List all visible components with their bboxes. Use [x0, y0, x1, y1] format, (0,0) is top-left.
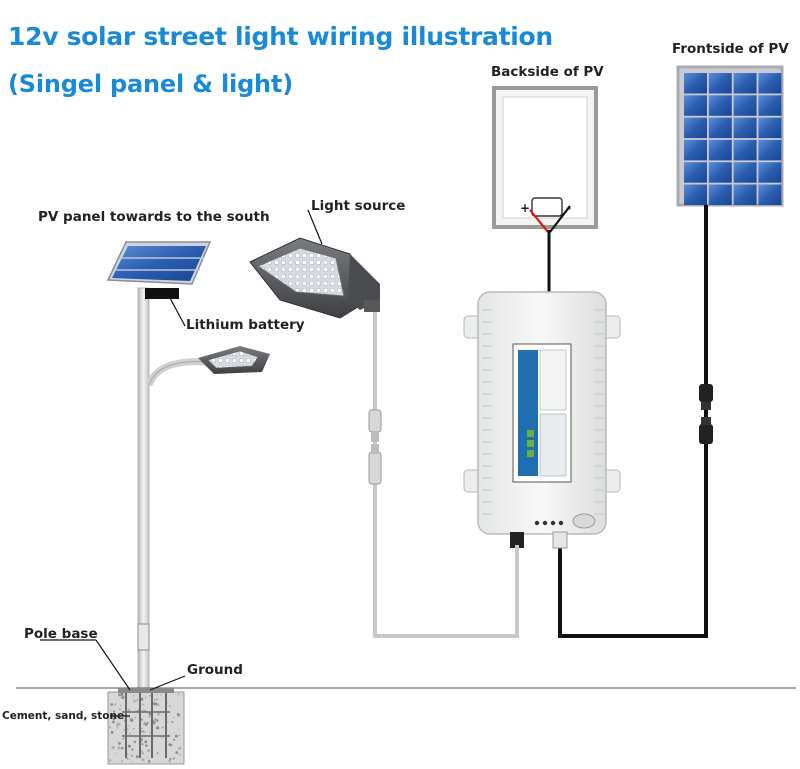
pv-cell [708, 162, 732, 183]
status-led [550, 520, 556, 526]
pv-cell [684, 139, 707, 161]
pv-cell [733, 95, 757, 116]
label-pv-panel-south: PV panel towards to the south [38, 209, 270, 225]
pv-cell [758, 73, 782, 94]
pv-cell [708, 117, 732, 139]
label-lithium-battery: Lithium battery [186, 317, 305, 333]
connector-light [368, 409, 382, 485]
pv-cell [708, 184, 732, 205]
pv-cell [758, 95, 782, 116]
pv-cell [758, 184, 782, 205]
pv-cell [733, 117, 757, 139]
pv-cell [733, 162, 757, 183]
pv-cell [733, 184, 757, 205]
positive-wire [529, 209, 549, 233]
cable-gland-pv [552, 531, 568, 549]
negative-wire [549, 205, 571, 233]
pv-cell [758, 117, 782, 139]
lithium-battery-box [145, 288, 179, 299]
leader-light-source [307, 209, 323, 245]
pv-cell [684, 162, 707, 183]
pv-panel-backside: + - [492, 86, 598, 233]
status-led [542, 520, 548, 526]
pv-cell [758, 162, 782, 183]
pole-door [137, 623, 150, 651]
label-pole-base: Pole base [24, 626, 98, 642]
street-light-pole [137, 287, 207, 689]
pv-cell [684, 73, 707, 94]
diagram-subtitle: (Singel panel & light) [8, 70, 293, 98]
leader-ground [149, 675, 186, 691]
controller-label-sticker [512, 343, 572, 483]
brand-badge [572, 513, 596, 529]
pole-foundation [16, 687, 796, 765]
junction-box [531, 197, 563, 217]
pv-cell [684, 184, 707, 205]
leader-pole-base-diag [95, 639, 131, 691]
leader-lines [40, 209, 323, 717]
leader-lithium-battery [169, 297, 186, 327]
pv-cell [684, 117, 707, 139]
label-cement-sand-stone: Cement, sand, stone [2, 710, 125, 722]
pv-cell [733, 139, 757, 161]
pv-cell [733, 73, 757, 94]
pv-cell [708, 73, 732, 94]
status-led [558, 520, 564, 526]
diagram-title: 12v solar street light wiring illustrati… [8, 22, 553, 51]
small-pv-panel [106, 241, 212, 285]
terminal-plus-label: + [520, 201, 530, 215]
small-lamp-head [198, 346, 270, 374]
cable-gland-light [510, 532, 524, 548]
label-light-source: Light source [311, 198, 406, 214]
led-light-source [249, 237, 380, 319]
status-led [534, 520, 540, 526]
pv-cell [708, 139, 732, 161]
pv-cell [708, 95, 732, 116]
label-frontside-pv: Frontside of PV [672, 41, 789, 57]
label-ground: Ground [187, 662, 243, 678]
pv-cell [758, 139, 782, 161]
controller-battery-box [463, 291, 621, 549]
label-backside-pv: Backside of PV [491, 64, 604, 80]
mc4-connector-pv [699, 384, 713, 444]
pv-panel-frontside [676, 65, 784, 207]
pv-cell [684, 95, 707, 116]
